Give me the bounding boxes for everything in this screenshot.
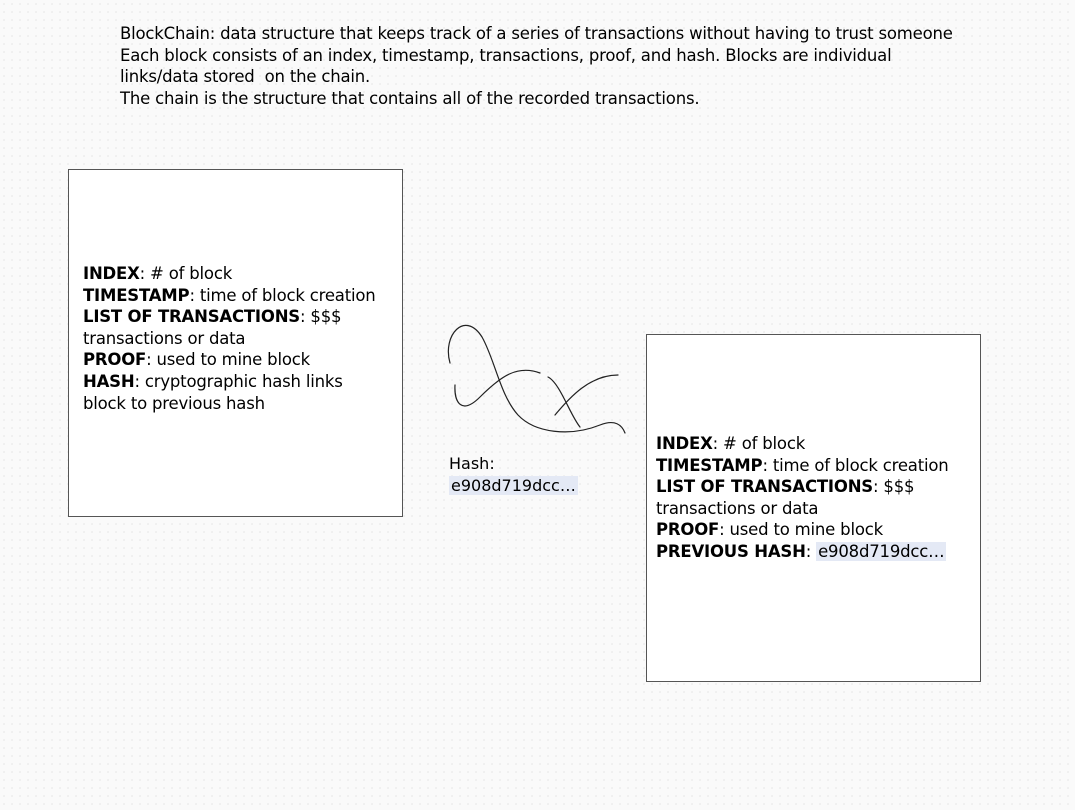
block-2-fields: INDEX: # of block TIMESTAMP: time of blo… xyxy=(656,433,971,563)
block-2-proof: PROOF: used to mine block xyxy=(656,519,971,541)
block-1-proof: PROOF: used to mine block xyxy=(83,349,388,371)
hash-note-label: Hash: xyxy=(449,454,495,473)
chain-link-curve-4 xyxy=(554,374,619,416)
block-2-previous-hash: PREVIOUS HASH: e908d719dcc… xyxy=(656,541,971,563)
intro-text: BlockChain: data structure that keeps tr… xyxy=(120,23,1020,109)
block-1-transactions: LIST OF TRANSACTIONS: $$$ transactions o… xyxy=(83,306,388,349)
block-2-transactions-value: : $$$ transactions or data xyxy=(656,477,915,518)
intro-line-definition: BlockChain: data structure that keeps tr… xyxy=(120,24,953,43)
hash-note: Hash: e908d719dcc… xyxy=(449,453,578,497)
block-2-index: INDEX: # of block xyxy=(656,433,971,455)
block-1-fields: INDEX: # of block TIMESTAMP: time of blo… xyxy=(83,263,388,414)
block-1: INDEX: # of block TIMESTAMP: time of blo… xyxy=(68,169,403,517)
block-1-hash: HASH: cryptographic hash links block to … xyxy=(83,371,388,414)
block-2: INDEX: # of block TIMESTAMP: time of blo… xyxy=(646,334,981,682)
block-1-timestamp: TIMESTAMP: time of block creation xyxy=(83,285,388,307)
block-1-index-value: : # of block xyxy=(139,264,233,283)
block-1-proof-key: PROOF xyxy=(83,350,147,370)
intro-line-block-links: links/data stored on the chain. xyxy=(120,67,371,86)
hash-note-value: e908d719dcc… xyxy=(449,476,578,495)
block-1-timestamp-key: TIMESTAMP xyxy=(83,285,190,305)
block-2-index-key: INDEX xyxy=(656,434,713,453)
block-2-previous-hash-value: e908d719dcc… xyxy=(816,541,947,561)
chain-link-icon xyxy=(447,324,626,434)
block-1-hash-value: : cryptographic hash links block to prev… xyxy=(83,371,343,413)
block-1-index: INDEX: # of block xyxy=(83,263,388,285)
block-2-proof-key: PROOF xyxy=(656,520,720,540)
block-1-transactions-key: LIST OF TRANSACTIONS xyxy=(83,307,300,327)
block-2-previous-hash-separator: : xyxy=(805,541,817,561)
chain-link-curve-3 xyxy=(547,376,581,428)
block-2-transactions-key: LIST OF TRANSACTIONS xyxy=(656,477,873,497)
block-1-timestamp-value: : time of block creation xyxy=(189,285,376,305)
block-2-timestamp-key: TIMESTAMP xyxy=(656,455,763,475)
block-2-index-value: : # of block xyxy=(712,434,806,453)
intro-line-block-contents: Each block consists of an index, timesta… xyxy=(120,45,892,65)
block-2-transactions: LIST OF TRANSACTIONS: $$$ transactions o… xyxy=(656,476,971,519)
block-1-proof-value: : used to mine block xyxy=(146,350,310,370)
block-2-timestamp: TIMESTAMP: time of block creation xyxy=(656,455,971,477)
block-1-index-key: INDEX xyxy=(83,264,140,283)
block-1-transactions-value: : $$$ transactions or data xyxy=(83,307,342,348)
chain-link-curve-1 xyxy=(447,324,626,434)
block-2-proof-value: : used to mine block xyxy=(719,520,883,540)
block-2-timestamp-value: : time of block creation xyxy=(762,455,949,475)
chain-link-curve-2 xyxy=(454,369,541,407)
hash-note-row: e908d719dcc… xyxy=(449,475,578,497)
block-1-hash-key: HASH xyxy=(83,371,135,391)
intro-line-chain: The chain is the structure that contains… xyxy=(120,88,700,108)
block-2-previous-hash-key: PREVIOUS HASH xyxy=(656,541,806,561)
